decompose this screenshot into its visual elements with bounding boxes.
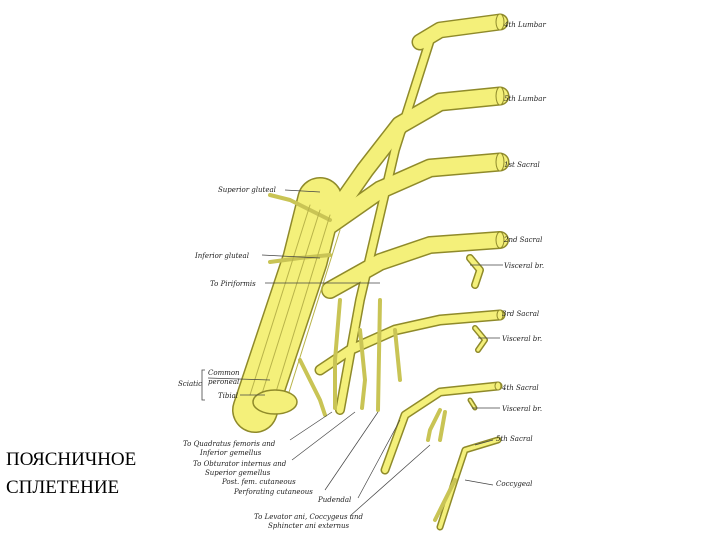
label-coccygeal: Coccygeal bbox=[496, 480, 532, 488]
label-visceral-2: Visceral br. bbox=[502, 335, 542, 343]
s4-root-end bbox=[494, 381, 502, 391]
label-branch-3: To Obturator internus and bbox=[193, 460, 287, 468]
label-branch-4: Superior gemellus bbox=[205, 469, 271, 477]
label-to-piriformis: To Piriformis bbox=[210, 280, 256, 288]
label-branch-8: Sphincter ani externus bbox=[268, 522, 350, 530]
sciatic-bracket bbox=[201, 369, 205, 401]
label-branch-2: Inferior gemellus bbox=[199, 449, 262, 457]
label-tibial: Tibial bbox=[218, 392, 238, 400]
label-inferior-gluteal: Inferior gluteal bbox=[194, 252, 249, 260]
label-branch-1: To Quadratus femoris and bbox=[183, 440, 276, 448]
label-common: Common bbox=[208, 369, 240, 377]
leader-lines bbox=[207, 189, 503, 517]
label-l4: 4th Lumbar bbox=[503, 21, 546, 29]
trunk-cut-end bbox=[252, 389, 298, 415]
s2-root-end bbox=[495, 231, 505, 249]
label-pudendal: Pudendal bbox=[317, 496, 351, 504]
label-sciatic: Sciatic bbox=[178, 380, 202, 388]
label-visceral-3: Visceral br. bbox=[502, 405, 542, 413]
trunk-fibers bbox=[249, 204, 341, 406]
s1-root-end bbox=[495, 152, 505, 172]
nerve-branches bbox=[268, 193, 457, 522]
slide-title: ПОЯСНИЧНОЕ СПЛЕТЕНИЕ bbox=[6, 446, 136, 502]
nerve-fills bbox=[233, 15, 508, 529]
label-l5: 5th Lumbar bbox=[504, 95, 546, 103]
label-superior-gluteal: Superior gluteal bbox=[218, 186, 276, 194]
label-visceral-1: Visceral br. bbox=[504, 262, 544, 270]
label-branch-5: Post. fem. cutaneous bbox=[221, 478, 296, 486]
s3-root-end bbox=[496, 309, 504, 321]
l5-root-end bbox=[495, 86, 505, 106]
label-s5: 5th Sacral bbox=[496, 435, 533, 443]
label-peroneal: peroneal bbox=[208, 378, 239, 386]
l4-root-end bbox=[495, 13, 505, 31]
label-branch-6: Perforating cutaneous bbox=[233, 488, 313, 496]
label-s1: 1st Sacral bbox=[504, 161, 540, 169]
label-s2: 2nd Sacral bbox=[503, 236, 542, 244]
title-line-2: СПЛЕТЕНИЕ bbox=[6, 477, 120, 498]
label-s4: 4th Sacral bbox=[501, 384, 539, 392]
label-branch-7: To Levator ani, Coccygeus and bbox=[254, 513, 363, 521]
title-line-1: ПОЯСНИЧНОЕ bbox=[6, 449, 137, 470]
diagram-labels: 4th Lumbar 5th Lumbar 1st Sacral 2nd Sac… bbox=[178, 21, 546, 530]
label-s3: 3rd Sacral bbox=[502, 310, 539, 318]
